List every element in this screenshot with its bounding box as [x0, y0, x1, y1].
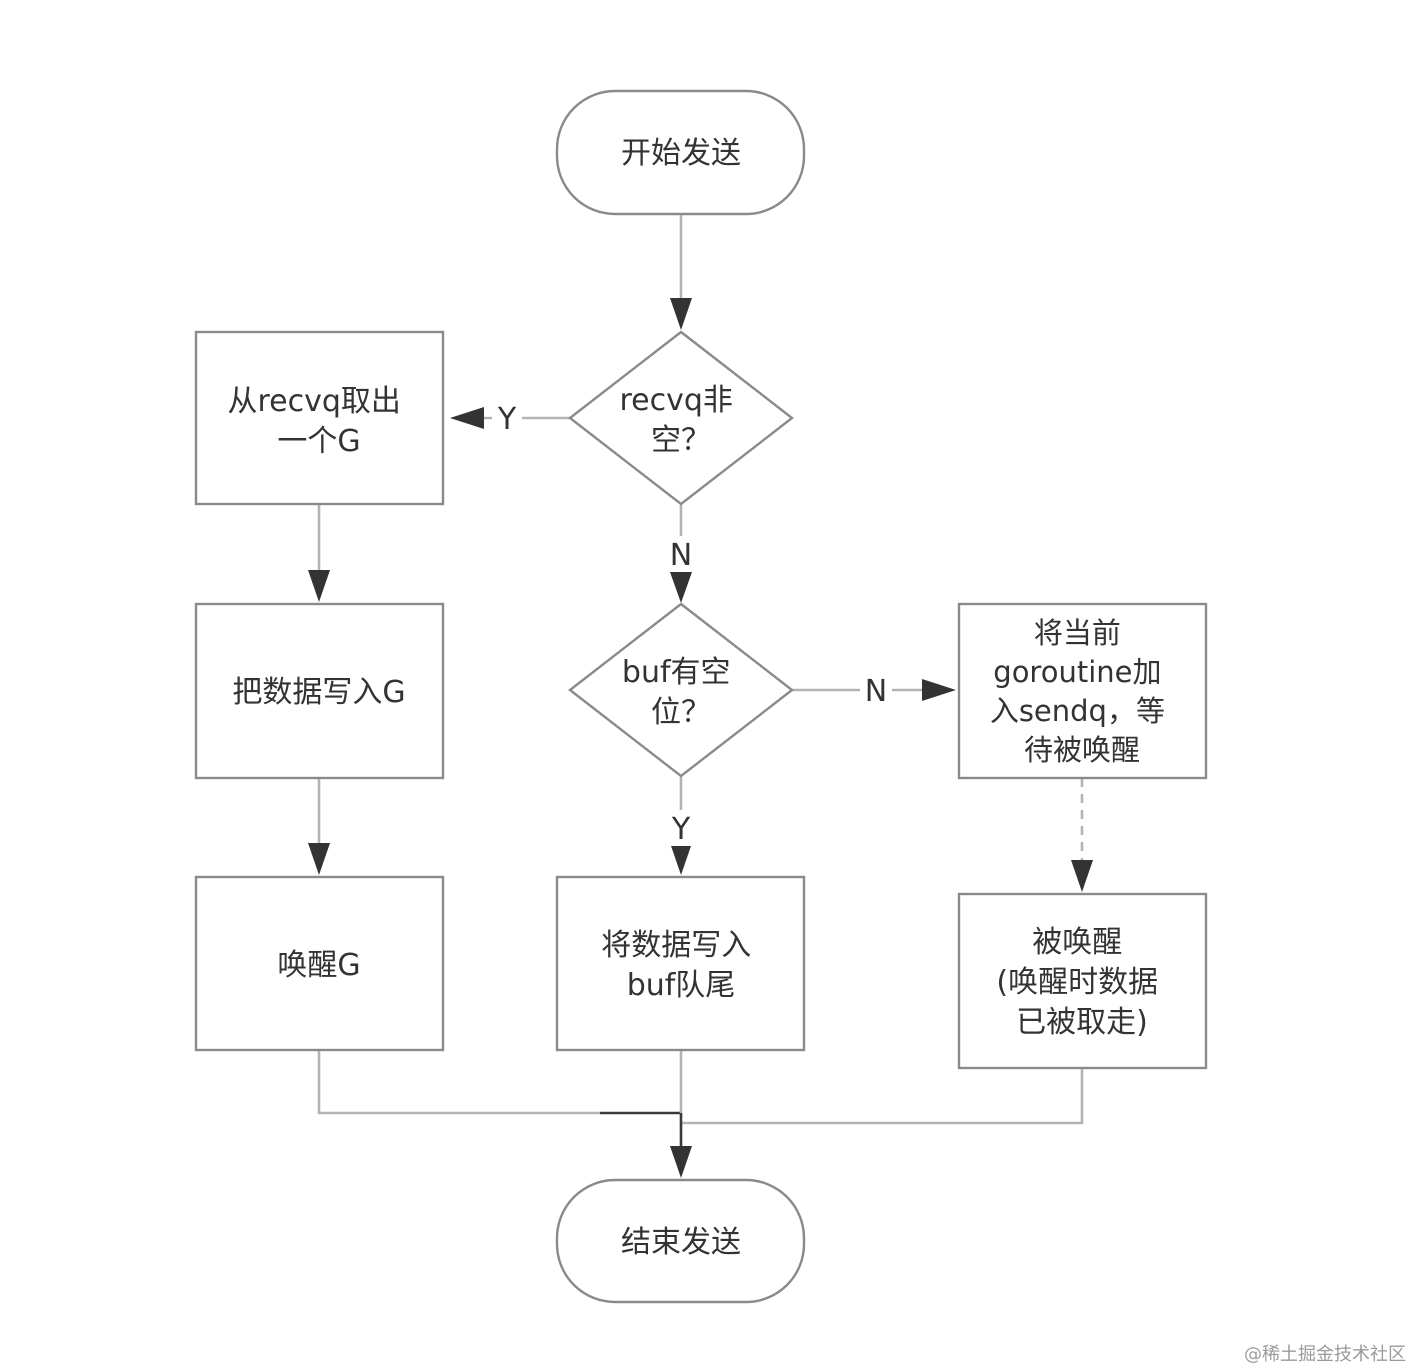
watermark: @稀土掘金技术社区: [1244, 1344, 1406, 1365]
end-node: [555, 1178, 806, 1304]
wake-g-label: 唤醒G: [277, 948, 360, 983]
arrowhead-wake-g: [308, 843, 330, 875]
arrowhead-write-buf: [670, 843, 692, 875]
take-g-label: 从recvq取出 一个G: [228, 384, 411, 459]
arrowhead-write-g: [308, 570, 330, 602]
enqueue-sendq-node: [957, 602, 1208, 780]
label-bg-buf-yes: [666, 810, 696, 846]
woken-label: 被唤醒 (唤醒时数据 已被取走): [996, 925, 1167, 1040]
wake-g-node: [194, 875, 445, 1052]
arrowhead-buf: [670, 572, 692, 603]
edge-label-buf-no: N: [865, 674, 887, 709]
recvq-decision-label: recvq非 空？: [620, 383, 743, 458]
take-g-node: [194, 330, 445, 506]
start-node-label: 开始发送: [621, 136, 741, 171]
edge-label-buf-yes: Y: [671, 812, 691, 847]
arrowhead-end: [670, 1146, 692, 1178]
arrowhead-recvq: [670, 298, 692, 330]
arrowhead-take-g: [450, 407, 484, 429]
enqueue-sendq-label: 将当前 goroutine加 入sendq，等 待被唤醒: [990, 616, 1174, 767]
arrowhead-woken: [1071, 860, 1093, 892]
edge-label-recvq-no: N: [670, 538, 692, 573]
end-node-label: 结束发送: [621, 1225, 741, 1260]
write-g-node: [194, 602, 445, 780]
buf-decision-label: buf有空 位？: [622, 655, 740, 730]
recvq-decision: [568, 330, 794, 506]
edge-label-recvq-yes: Y: [497, 402, 517, 437]
edge-woken-to-end: [681, 1068, 1084, 1125]
label-bg-recvq-no: [665, 536, 697, 572]
write-buf-node: [555, 875, 806, 1052]
edge-wake-to-end: [317, 1050, 600, 1115]
arrowhead-enqueue: [922, 679, 956, 701]
start-node: [555, 89, 806, 216]
write-buf-label: 将数据写入 buf队尾: [601, 928, 761, 1003]
write-g-label: 把数据写入G: [232, 675, 405, 710]
label-bg-recvq-yes: [492, 400, 522, 436]
label-bg-buf-no: [860, 672, 892, 708]
woken-node: [957, 892, 1208, 1070]
buf-decision: [568, 602, 794, 778]
